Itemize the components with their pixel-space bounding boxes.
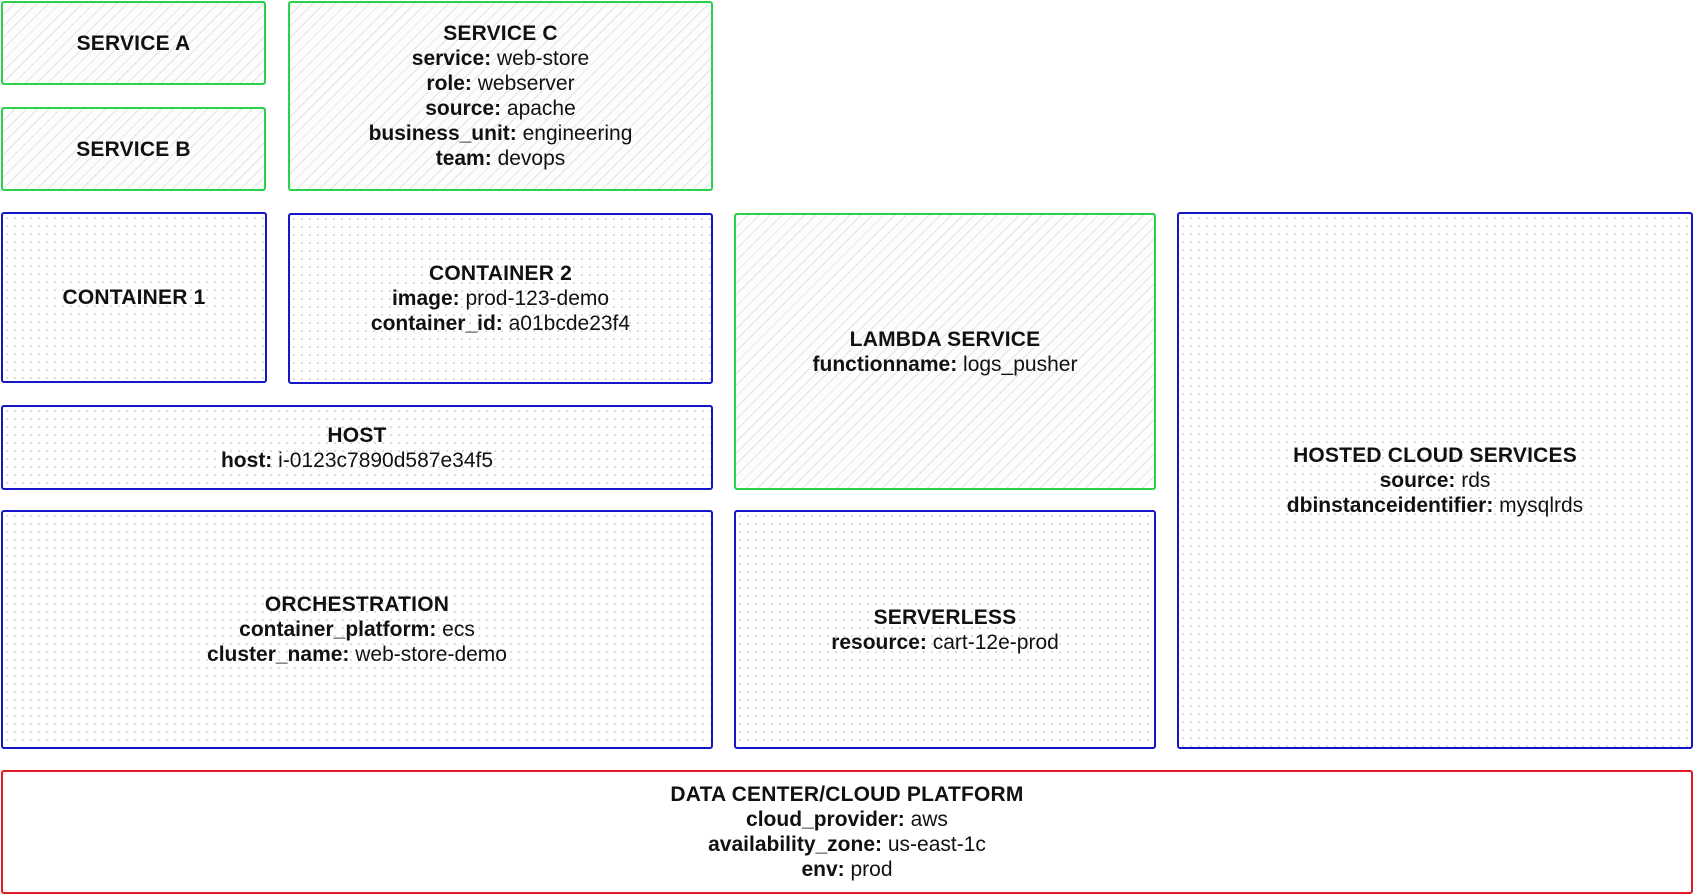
serverless-box: SERVERLESS resource: cart-12e-prod: [734, 510, 1156, 749]
container-2-attr-image: image: prod-123-demo: [391, 287, 610, 310]
service-c-attr-source: source: apache: [425, 97, 576, 120]
data-center-cloud-platform-box: DATA CENTER/CLOUD PLATFORM cloud_provide…: [1, 770, 1693, 894]
lambda-service-attr-functionname: functionname: logs_pusher: [812, 352, 1078, 376]
container-2-title: CONTAINER 2: [429, 262, 572, 285]
hosted-cloud-services-attr-dbinstanceidentifier: dbinstanceidentifier: mysqlrds: [1286, 494, 1584, 517]
data-center-attr-cloud-provider: cloud_provider: aws: [746, 808, 948, 831]
service-c-attr-team: team: devops: [435, 147, 566, 170]
orchestration-attr-cluster-name: cluster_name: web-store-demo: [207, 643, 507, 666]
lambda-service-title: LAMBDA SERVICE: [849, 327, 1041, 351]
service-c-attr-service: service: web-store: [411, 47, 590, 70]
service-b-title: SERVICE B: [76, 137, 191, 161]
serverless-attr-resource: resource: cart-12e-prod: [831, 630, 1059, 654]
hosted-cloud-services-title: HOSTED CLOUD SERVICES: [1293, 444, 1577, 467]
hosted-cloud-services-box: HOSTED CLOUD SERVICES source: rds dbinst…: [1177, 212, 1693, 749]
host-title: HOST: [327, 423, 387, 447]
data-center-attr-env: env: prod: [801, 858, 893, 881]
host-box: HOST host: i-0123c7890d587e34f5: [1, 405, 713, 490]
data-center-attr-availability-zone: availability_zone: us-east-1c: [708, 833, 986, 856]
orchestration-box: ORCHESTRATION container_platform: ecs cl…: [1, 510, 713, 749]
hosted-cloud-services-attr-source: source: rds: [1379, 469, 1491, 492]
service-c-attr-role: role: webserver: [426, 72, 575, 95]
container-1-box: CONTAINER 1: [1, 212, 267, 383]
container-2-attr-container-id: container_id: a01bcde23f4: [370, 312, 631, 335]
lambda-service-box: LAMBDA SERVICE functionname: logs_pusher: [734, 213, 1156, 490]
service-a-title: SERVICE A: [76, 31, 191, 55]
service-c-title: SERVICE C: [443, 22, 558, 45]
serverless-title: SERVERLESS: [873, 605, 1017, 629]
orchestration-attr-container-platform: container_platform: ecs: [239, 618, 475, 641]
orchestration-title: ORCHESTRATION: [264, 593, 450, 616]
container-2-box: CONTAINER 2 image: prod-123-demo contain…: [288, 213, 713, 384]
service-c-box: SERVICE C service: web-store role: webse…: [288, 1, 713, 191]
host-attr-host: host: i-0123c7890d587e34f5: [220, 448, 494, 472]
container-1-title: CONTAINER 1: [62, 286, 206, 309]
data-center-title: DATA CENTER/CLOUD PLATFORM: [670, 783, 1024, 806]
service-b-box: SERVICE B: [1, 107, 266, 191]
service-a-box: SERVICE A: [1, 1, 266, 85]
service-c-attr-business-unit: business_unit: engineering: [368, 122, 633, 145]
